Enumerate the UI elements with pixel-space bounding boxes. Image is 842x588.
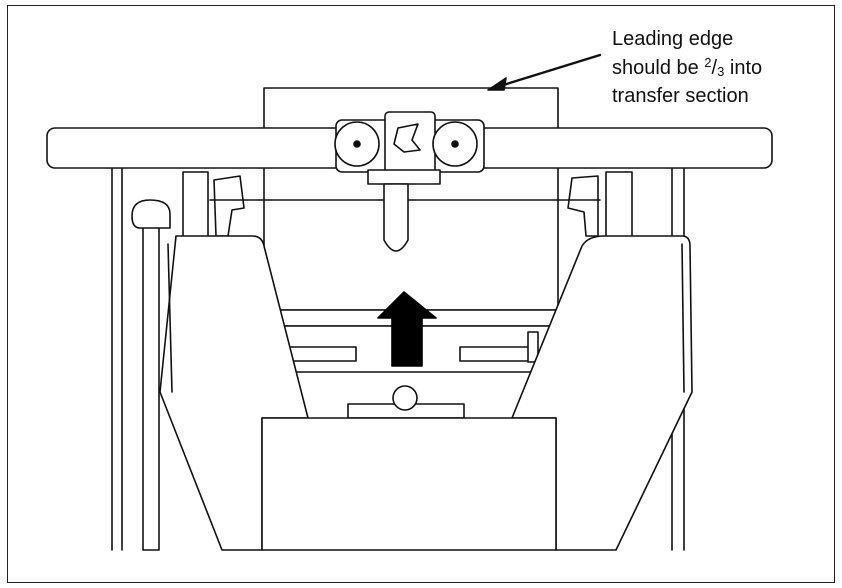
left-chute-inner-edge [167, 243, 173, 393]
callout-line-2-end: into [724, 57, 763, 79]
left-guide-bracket [182, 171, 209, 239]
right-tray-slot [459, 346, 533, 362]
pointer-arrow-icon [487, 53, 602, 91]
roller-hub-knob [393, 123, 421, 153]
roller-mount [367, 169, 441, 185]
left-chute-panel [159, 235, 309, 551]
right-chute-inner-edge [681, 243, 685, 393]
right-chute-panel [511, 235, 693, 551]
bottom-roller-knob [392, 385, 418, 411]
side-rod-cap [131, 199, 171, 229]
front-box [261, 417, 557, 551]
tray-latch [527, 331, 539, 363]
left-guide-clip [213, 175, 245, 237]
up-arrow-icon [377, 291, 437, 367]
callout-line-3: transfer section [612, 85, 749, 107]
left-frame-post [111, 159, 123, 551]
callout-line-2: should be 2/3 into [612, 51, 832, 84]
two-thirds-fraction: 2/3 [704, 55, 725, 79]
left-roller-axle [353, 140, 361, 148]
right-guide-clip [567, 175, 599, 237]
right-guide-bracket [605, 171, 633, 239]
side-rod [142, 219, 160, 551]
callout-note: Leading edge should be 2/3 into transfer… [612, 27, 832, 108]
paper-stop-tongue [383, 183, 409, 252]
callout-line-1: Leading edge [612, 28, 734, 50]
callout-line-2-start: should be [612, 57, 705, 79]
fraction-slash: / [711, 57, 718, 79]
fraction-denominator: 3 [717, 64, 725, 79]
left-tray-slot [289, 346, 357, 362]
right-roller-axle [451, 140, 459, 148]
fraction-numerator: 2 [704, 55, 712, 70]
